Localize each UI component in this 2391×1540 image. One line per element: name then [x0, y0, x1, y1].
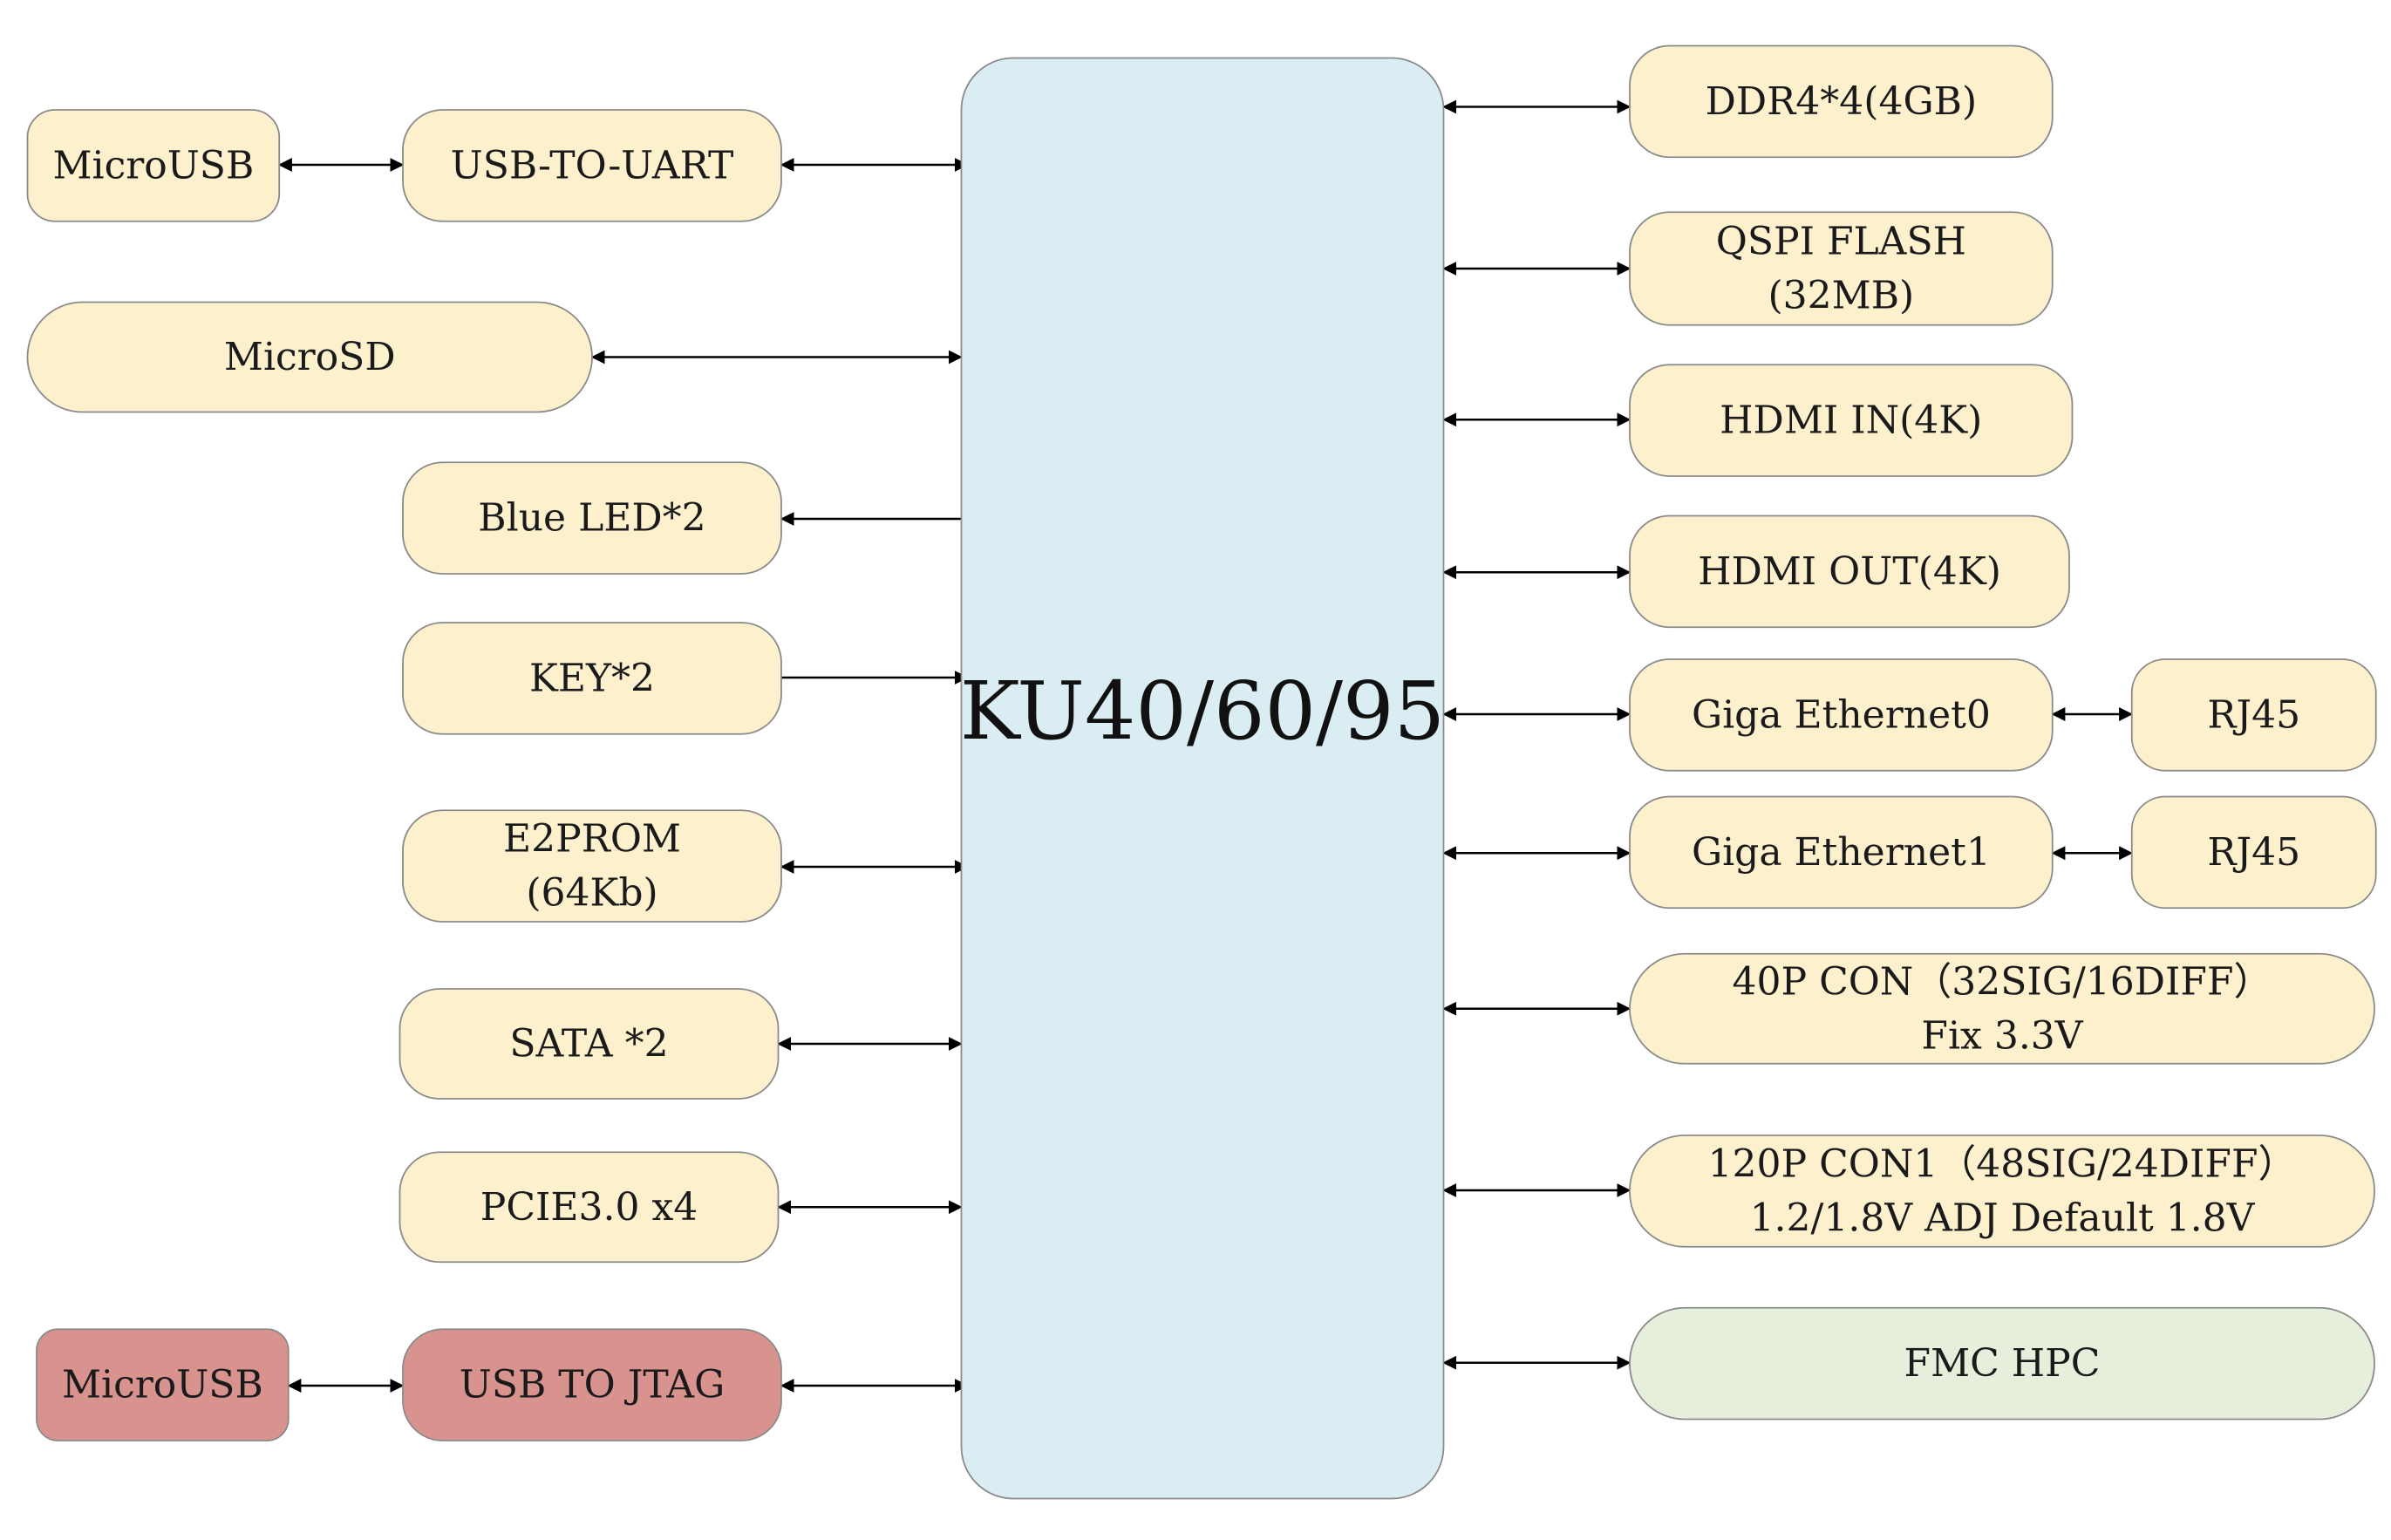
rj45-0-block: RJ45	[2130, 658, 2377, 772]
con-40p-label: 40P CON（32SIG/16DIFF）	[1732, 959, 2272, 1004]
con-120p-label: 1.2/1.8V ADJ Default 1.8V	[1750, 1196, 2256, 1240]
blue-led-label: Blue LED*2	[478, 496, 705, 541]
e2prom-label: (64Kb)	[526, 871, 657, 916]
usb-to-uart-label: USB-TO-UART	[451, 143, 734, 187]
sata-box	[398, 988, 780, 1100]
microsd-block: MicroSD	[26, 301, 593, 413]
key-box	[402, 622, 782, 735]
fmc-hpc-block: FMC HPC	[1629, 1306, 2375, 1421]
micro-usb-uart-box	[26, 109, 281, 222]
fpga-layer: KU40/60/95	[960, 57, 1445, 1500]
blue-led-block: Blue LED*2	[402, 461, 782, 575]
peripheral-blocks: MicroUSB USB-TO-UART MicroSD Blue LED*2KEY*…	[26, 44, 2377, 1441]
micro-usb-jtag-box	[36, 1328, 290, 1441]
con-40p-label: Fix 3.3V	[1921, 1013, 2083, 1058]
qspi-flash-label: QSPI FLASH	[1716, 220, 1966, 264]
hdmi-in-block: HDMI IN(4K)	[1629, 364, 2074, 477]
e2prom-box	[402, 809, 782, 923]
con-40p-box	[1629, 952, 2375, 1065]
usb-to-jtag-label: USB TO JTAG	[460, 1363, 725, 1407]
qspi-flash-box	[1629, 211, 2054, 326]
micro-usb-jtag-block: MicroUSB	[36, 1328, 290, 1441]
giga-ethernet1-box	[1629, 795, 2054, 910]
giga-ethernet1-block: Giga Ethernet1	[1629, 795, 2054, 910]
hdmi-out-block: HDMI OUT(4K)	[1629, 514, 2070, 629]
con-120p-block: 120P CON1（48SIG/24DIFF） 1.2/1.8V ADJ Defa…	[1629, 1135, 2375, 1248]
qspi-flash-label: (32MB)	[1768, 274, 1915, 318]
connectors	[277, 99, 2134, 1393]
key-block: KEY*2	[402, 622, 782, 735]
rj45-0-label: RJ45	[2207, 692, 2300, 737]
con-120p-label: 120P CON1（48SIG/24DIFF）	[1708, 1141, 2297, 1186]
hdmi-in-box	[1629, 364, 2074, 477]
ddr4-block: DDR4*4(4GB)	[1629, 44, 2054, 159]
con-120p-box	[1629, 1135, 2375, 1248]
micro-usb-uart-block: MicroUSB	[26, 109, 281, 222]
rj45-0-box	[2130, 658, 2377, 772]
e2prom-label: E2PROM	[503, 817, 681, 862]
usb-to-uart-block: USB-TO-UART	[402, 109, 782, 222]
fmc-hpc-label: FMC HPC	[1904, 1341, 2101, 1386]
sata-block: SATA *2	[398, 988, 780, 1100]
giga-ethernet1-label: Giga Ethernet1	[1692, 830, 1991, 875]
hdmi-out-box	[1629, 514, 2070, 629]
pcie-label: PCIE3.0 x4	[480, 1185, 698, 1230]
micro-usb-jtag-label: MicroUSB	[62, 1363, 263, 1407]
fpga-label: KU40/60/95	[960, 664, 1445, 758]
usb-to-uart-box	[402, 109, 782, 222]
rj45-1-box	[2130, 795, 2377, 910]
pcie-block: PCIE3.0 x4	[398, 1151, 780, 1264]
pcie-box	[398, 1151, 780, 1264]
usb-to-jtag-box	[402, 1328, 782, 1441]
giga-ethernet0-block: Giga Ethernet0	[1629, 658, 2054, 772]
microsd-label: MicroSD	[224, 335, 396, 379]
con-40p-block: 40P CON（32SIG/16DIFF） Fix 3.3V	[1629, 952, 2375, 1065]
rj45-1-label: RJ45	[2207, 830, 2300, 875]
micro-usb-uart-label: MicroUSB	[52, 143, 254, 187]
fpga-block	[960, 57, 1445, 1500]
giga-ethernet0-box	[1629, 658, 2054, 772]
key-label: KEY*2	[529, 656, 655, 700]
hdmi-in-label: HDMI IN(4K)	[1720, 399, 1982, 443]
e2prom-block: E2PROM (64Kb)	[402, 809, 782, 923]
microsd-box	[26, 301, 593, 413]
ddr4-box	[1629, 44, 2054, 159]
sata-label: SATA *2	[509, 1022, 668, 1066]
qspi-flash-block: QSPI FLASH (32MB)	[1629, 211, 2054, 326]
ddr4-label: DDR4*4(4GB)	[1706, 79, 1977, 124]
hdmi-out-label: HDMI OUT(4K)	[1698, 549, 2001, 594]
giga-ethernet0-label: Giga Ethernet0	[1692, 692, 1991, 737]
fmc-hpc-box	[1629, 1306, 2375, 1421]
usb-to-jtag-block: USB TO JTAG	[402, 1328, 782, 1441]
rj45-1-block: RJ45	[2130, 795, 2377, 910]
blue-led-box	[402, 461, 782, 575]
